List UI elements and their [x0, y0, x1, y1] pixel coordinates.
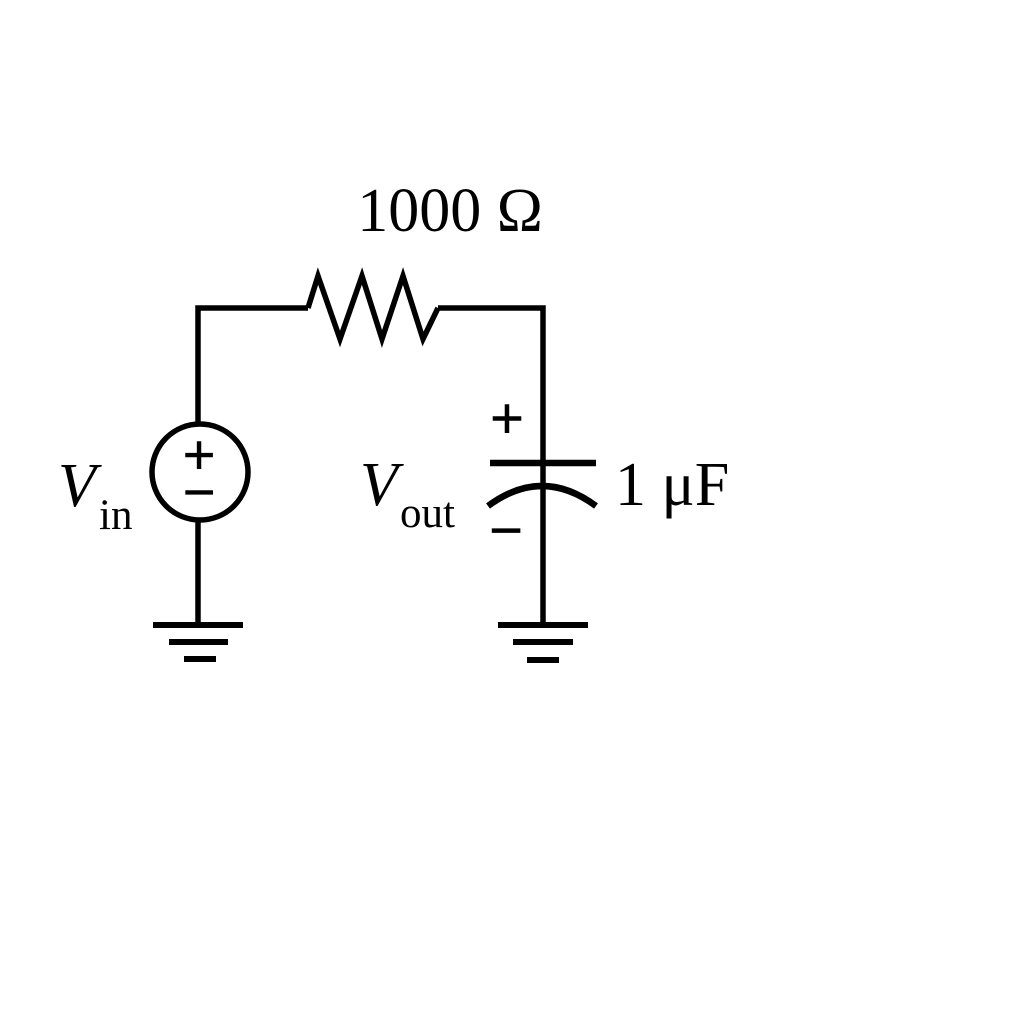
capacitor-value-label: 1 μF — [615, 451, 729, 519]
circuit-graphics — [149, 267, 598, 663]
source-minus-sign: − — [183, 462, 215, 524]
vout-label: V — [360, 451, 404, 519]
vout-label-subscript: out — [400, 490, 455, 537]
voltage-source-symbol — [149, 421, 251, 523]
capacitor-minus-sign: − — [490, 498, 523, 563]
vin-label-subscript: in — [99, 492, 132, 539]
source-plus-sign: + — [183, 425, 215, 487]
ground-symbol-left — [153, 622, 243, 662]
wire-resistor-to-capacitor — [438, 305, 546, 624]
wire-source-to-resistor — [195, 305, 308, 427]
voltage-source-circle — [149, 421, 251, 523]
resistor-zigzag — [305, 267, 441, 348]
vin-label: V — [58, 452, 102, 520]
ground-symbol-right — [498, 622, 588, 663]
capacitor-curved-plate — [486, 482, 598, 509]
capacitor-plus-sign: + — [491, 386, 524, 451]
capacitor-symbol — [486, 459, 598, 509]
resistor-value-label: 1000 Ω — [357, 177, 543, 245]
